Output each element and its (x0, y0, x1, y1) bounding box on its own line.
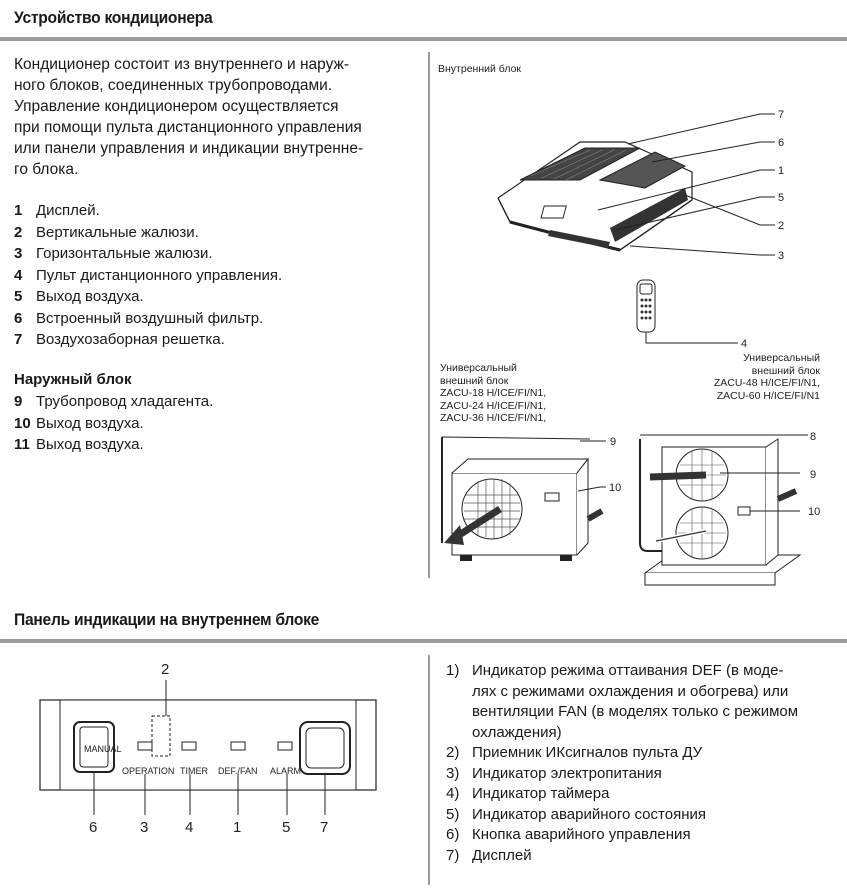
indicator-label-alarm: ALARM (270, 766, 301, 776)
callout-3: 3 (778, 250, 784, 262)
outdoor-title: Наружный блок (14, 371, 132, 388)
list-item: 5)Индикатор аварийного состояния (446, 805, 706, 823)
caption-line: ZACU-48 H/ICE/FI/N1, (713, 377, 820, 389)
outdoor-left-caption: Универсальный внешний блок ZACU-18 H/ICE… (440, 362, 546, 425)
column-divider (428, 655, 430, 885)
list-item: 6)Кнопка аварийного управления (446, 826, 691, 843)
list-item: 3)Индикатор электропитания (446, 764, 662, 782)
caption-line: ZACU-36 H/ICE/FI/N1, (440, 412, 547, 424)
intro-paragraph: Кондиционер состоит из внутреннего и нар… (14, 54, 414, 180)
intro-line: ного блоков, соединенных трубопроводами. (14, 77, 333, 94)
caption-line: внешний блок (751, 364, 820, 377)
callout-7: 7 (778, 109, 784, 121)
section-rule (0, 639, 847, 643)
callout-right-8: 8 (810, 431, 816, 443)
callout-right-9: 9 (810, 469, 816, 481)
panel-number-4: 4 (185, 819, 193, 836)
panel-number-5: 5 (282, 819, 290, 836)
outdoor-unit-large (639, 434, 808, 586)
callout-6: 6 (778, 137, 784, 149)
remote-control-icon (636, 279, 656, 333)
indicator-label-def-fan: DEF./FAN (218, 766, 258, 776)
list-item: 2)Приемник ИКсигналов пульта ДУ (446, 744, 703, 761)
outdoor-units-illustration: 9 10 8 9 10 (441, 431, 820, 586)
intro-line: при помощи пульта дистанционного управле… (14, 119, 362, 136)
callout-4: 4 (741, 338, 747, 350)
callout-2: 2 (778, 220, 784, 232)
caption-line: ZACU-24 H/ICE/FI/N1, (440, 399, 547, 412)
indicator-label-operation: OPERATION (122, 766, 174, 776)
intro-line: Кондиционер состоит из внутреннего и нар… (14, 56, 350, 73)
section-title-panel: Панель индикации на внутреннем блоке (14, 610, 320, 629)
panel-legend: 1) Индикатор режима оттаивания DEF (в мо… (446, 661, 841, 866)
manual-label: MANUAL (84, 744, 122, 754)
callout-1: 1 (778, 165, 784, 177)
caption-line: Универсальный (743, 352, 820, 364)
list-item: 4)Индикатор таймера (446, 785, 610, 802)
callout-5: 5 (778, 192, 784, 204)
caption-line: ZACU-18 H/ICE/FI/N1, (440, 387, 547, 399)
section-rule (0, 37, 847, 41)
indoor-unit-caption: Внутренний блок (438, 63, 522, 75)
indoor-unit-illustration: 7 6 1 5 2 3 4 (497, 109, 784, 350)
panel-number-2: 2 (161, 661, 169, 678)
caption-line: ZACU-60 H/ICE/FI/N1 (716, 389, 820, 402)
caption-line: Универсальный (440, 362, 517, 374)
intro-line: го блока. (14, 161, 79, 178)
panel-number-3: 3 (140, 819, 148, 836)
section-title-device: Устройство кондиционера (14, 8, 213, 27)
outdoor-right-caption: Универсальный внешний блок ZACU-48 H/ICE… (660, 352, 820, 402)
callout-left-9: 9 (610, 436, 616, 448)
indicator-panel-illustration: MANUAL OPERATION TIMER DEF./FAN ALARM 2 … (39, 661, 377, 836)
list-item: 7)Дисплей (446, 846, 532, 864)
outdoor-unit-small (441, 436, 606, 561)
callout-right-10: 10 (808, 506, 820, 518)
panel-number-6: 6 (89, 819, 97, 836)
column-divider (428, 52, 430, 578)
intro-line: Управление кондиционером осуществляется (14, 98, 339, 115)
intro-line: или панели управления и индикации внутре… (14, 140, 364, 157)
callout-left-10: 10 (609, 482, 621, 494)
caption-line: внешний блок (440, 374, 509, 387)
panel-number-1: 1 (233, 819, 241, 836)
panel-number-7: 7 (320, 819, 328, 836)
list-item: 1) Индикатор режима оттаивания DEF (в мо… (446, 662, 799, 741)
indicator-label-timer: TIMER (180, 766, 208, 776)
